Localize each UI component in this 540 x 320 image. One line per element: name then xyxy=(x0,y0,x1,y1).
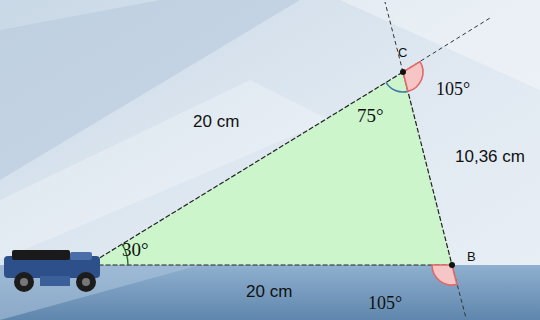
angle-arc xyxy=(432,265,457,285)
light-streak xyxy=(340,0,540,90)
extension-line xyxy=(385,2,403,72)
robot-hub xyxy=(82,278,90,286)
robot-wheel xyxy=(14,272,34,292)
length-label: 10,36 cm xyxy=(455,148,525,165)
vertex-dot xyxy=(400,69,406,75)
angle-label: 105° xyxy=(368,294,402,312)
triangle xyxy=(88,72,452,265)
robot-hub xyxy=(20,278,28,286)
length-label: 20 cm xyxy=(246,283,292,300)
length-label: 20 cm xyxy=(193,113,239,130)
vertex-dot xyxy=(449,262,455,268)
robot-board xyxy=(12,250,70,260)
robot-chassis xyxy=(40,276,70,286)
angle-label: 75° xyxy=(357,106,384,125)
robot-wheel xyxy=(76,272,96,292)
vertex-label: B xyxy=(467,250,476,263)
angle-label: 105° xyxy=(436,80,470,98)
angle-arc xyxy=(386,82,408,92)
robot-board xyxy=(70,252,92,260)
angle-label: 30° xyxy=(122,240,149,259)
vertex-label: C xyxy=(398,46,407,59)
robot xyxy=(4,250,100,292)
angle-arc xyxy=(403,62,423,92)
